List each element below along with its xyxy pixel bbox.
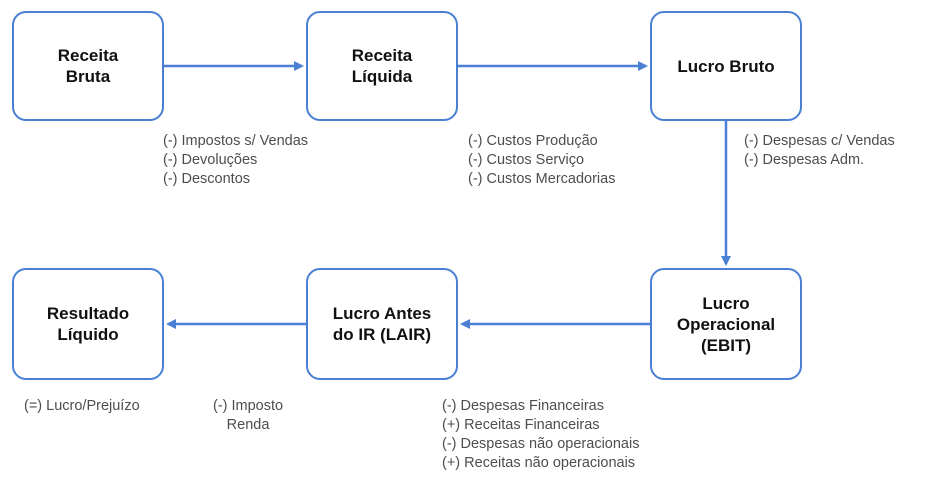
note-line: (-) Despesas c/ Vendas (744, 133, 895, 149)
note-line: (=) Lucro/Prejuízo (24, 398, 140, 414)
note-liquida-to-bruto: (-) Custos Produção (-) Custos Serviço (… (468, 132, 615, 189)
note-line: (+) Receitas não operacionais (442, 455, 636, 471)
note-line: (-) Custos Produção (468, 133, 598, 149)
note-line: (-) Despesas não operacionais (442, 436, 640, 452)
box-receita-bruta: Receita Bruta (12, 11, 164, 121)
box-lair: Lucro Antes do IR (LAIR) (306, 268, 458, 380)
note-lair-to-resultado: (-) Imposto Renda (213, 397, 283, 435)
box-resultado-liquido-label: Resultado Líquido (46, 304, 130, 344)
note-line: (-) Imposto (213, 398, 284, 414)
box-lucro-operacional: Lucro Operacional (EBIT) (650, 268, 802, 380)
note-line: (-) Despesas Financeiras (442, 398, 604, 414)
box-lair-label: Lucro Antes do IR (LAIR) (332, 304, 432, 344)
note-bruto-to-ebit: (-) Despesas c/ Vendas (-) Despesas Adm. (744, 132, 895, 170)
box-lucro-bruto: Lucro Bruto (650, 11, 802, 121)
note-line: (-) Despesas Adm. (744, 152, 865, 168)
note-line: Renda (226, 417, 270, 433)
box-lucro-bruto-label: Lucro Bruto (677, 56, 775, 76)
box-receita-liquida: Receita Líquida (306, 11, 458, 121)
note-line: (-) Descontos (163, 171, 251, 187)
box-lucro-operacional-label: Lucro Operacional (EBIT) (676, 293, 776, 355)
box-resultado-liquido: Resultado Líquido (12, 268, 164, 380)
note-line: (-) Impostos s/ Vendas (163, 133, 309, 149)
box-receita-bruta-label: Receita Bruta (57, 46, 119, 86)
box-receita-liquida-label: Receita Líquida (351, 46, 413, 86)
note-bruta-to-liquida: (-) Impostos s/ Vendas (-) Devoluções (-… (163, 132, 308, 189)
note-ebit-to-lair: (-) Despesas Financeiras (+) Receitas Fi… (442, 397, 639, 473)
note-line: (-) Custos Mercadorias (468, 171, 616, 187)
note-line: (-) Devoluções (163, 152, 258, 168)
note-line: (-) Custos Serviço (468, 152, 585, 168)
note-line: (+) Receitas Financeiras (442, 417, 600, 433)
note-resultado: (=) Lucro/Prejuízo (24, 397, 140, 416)
